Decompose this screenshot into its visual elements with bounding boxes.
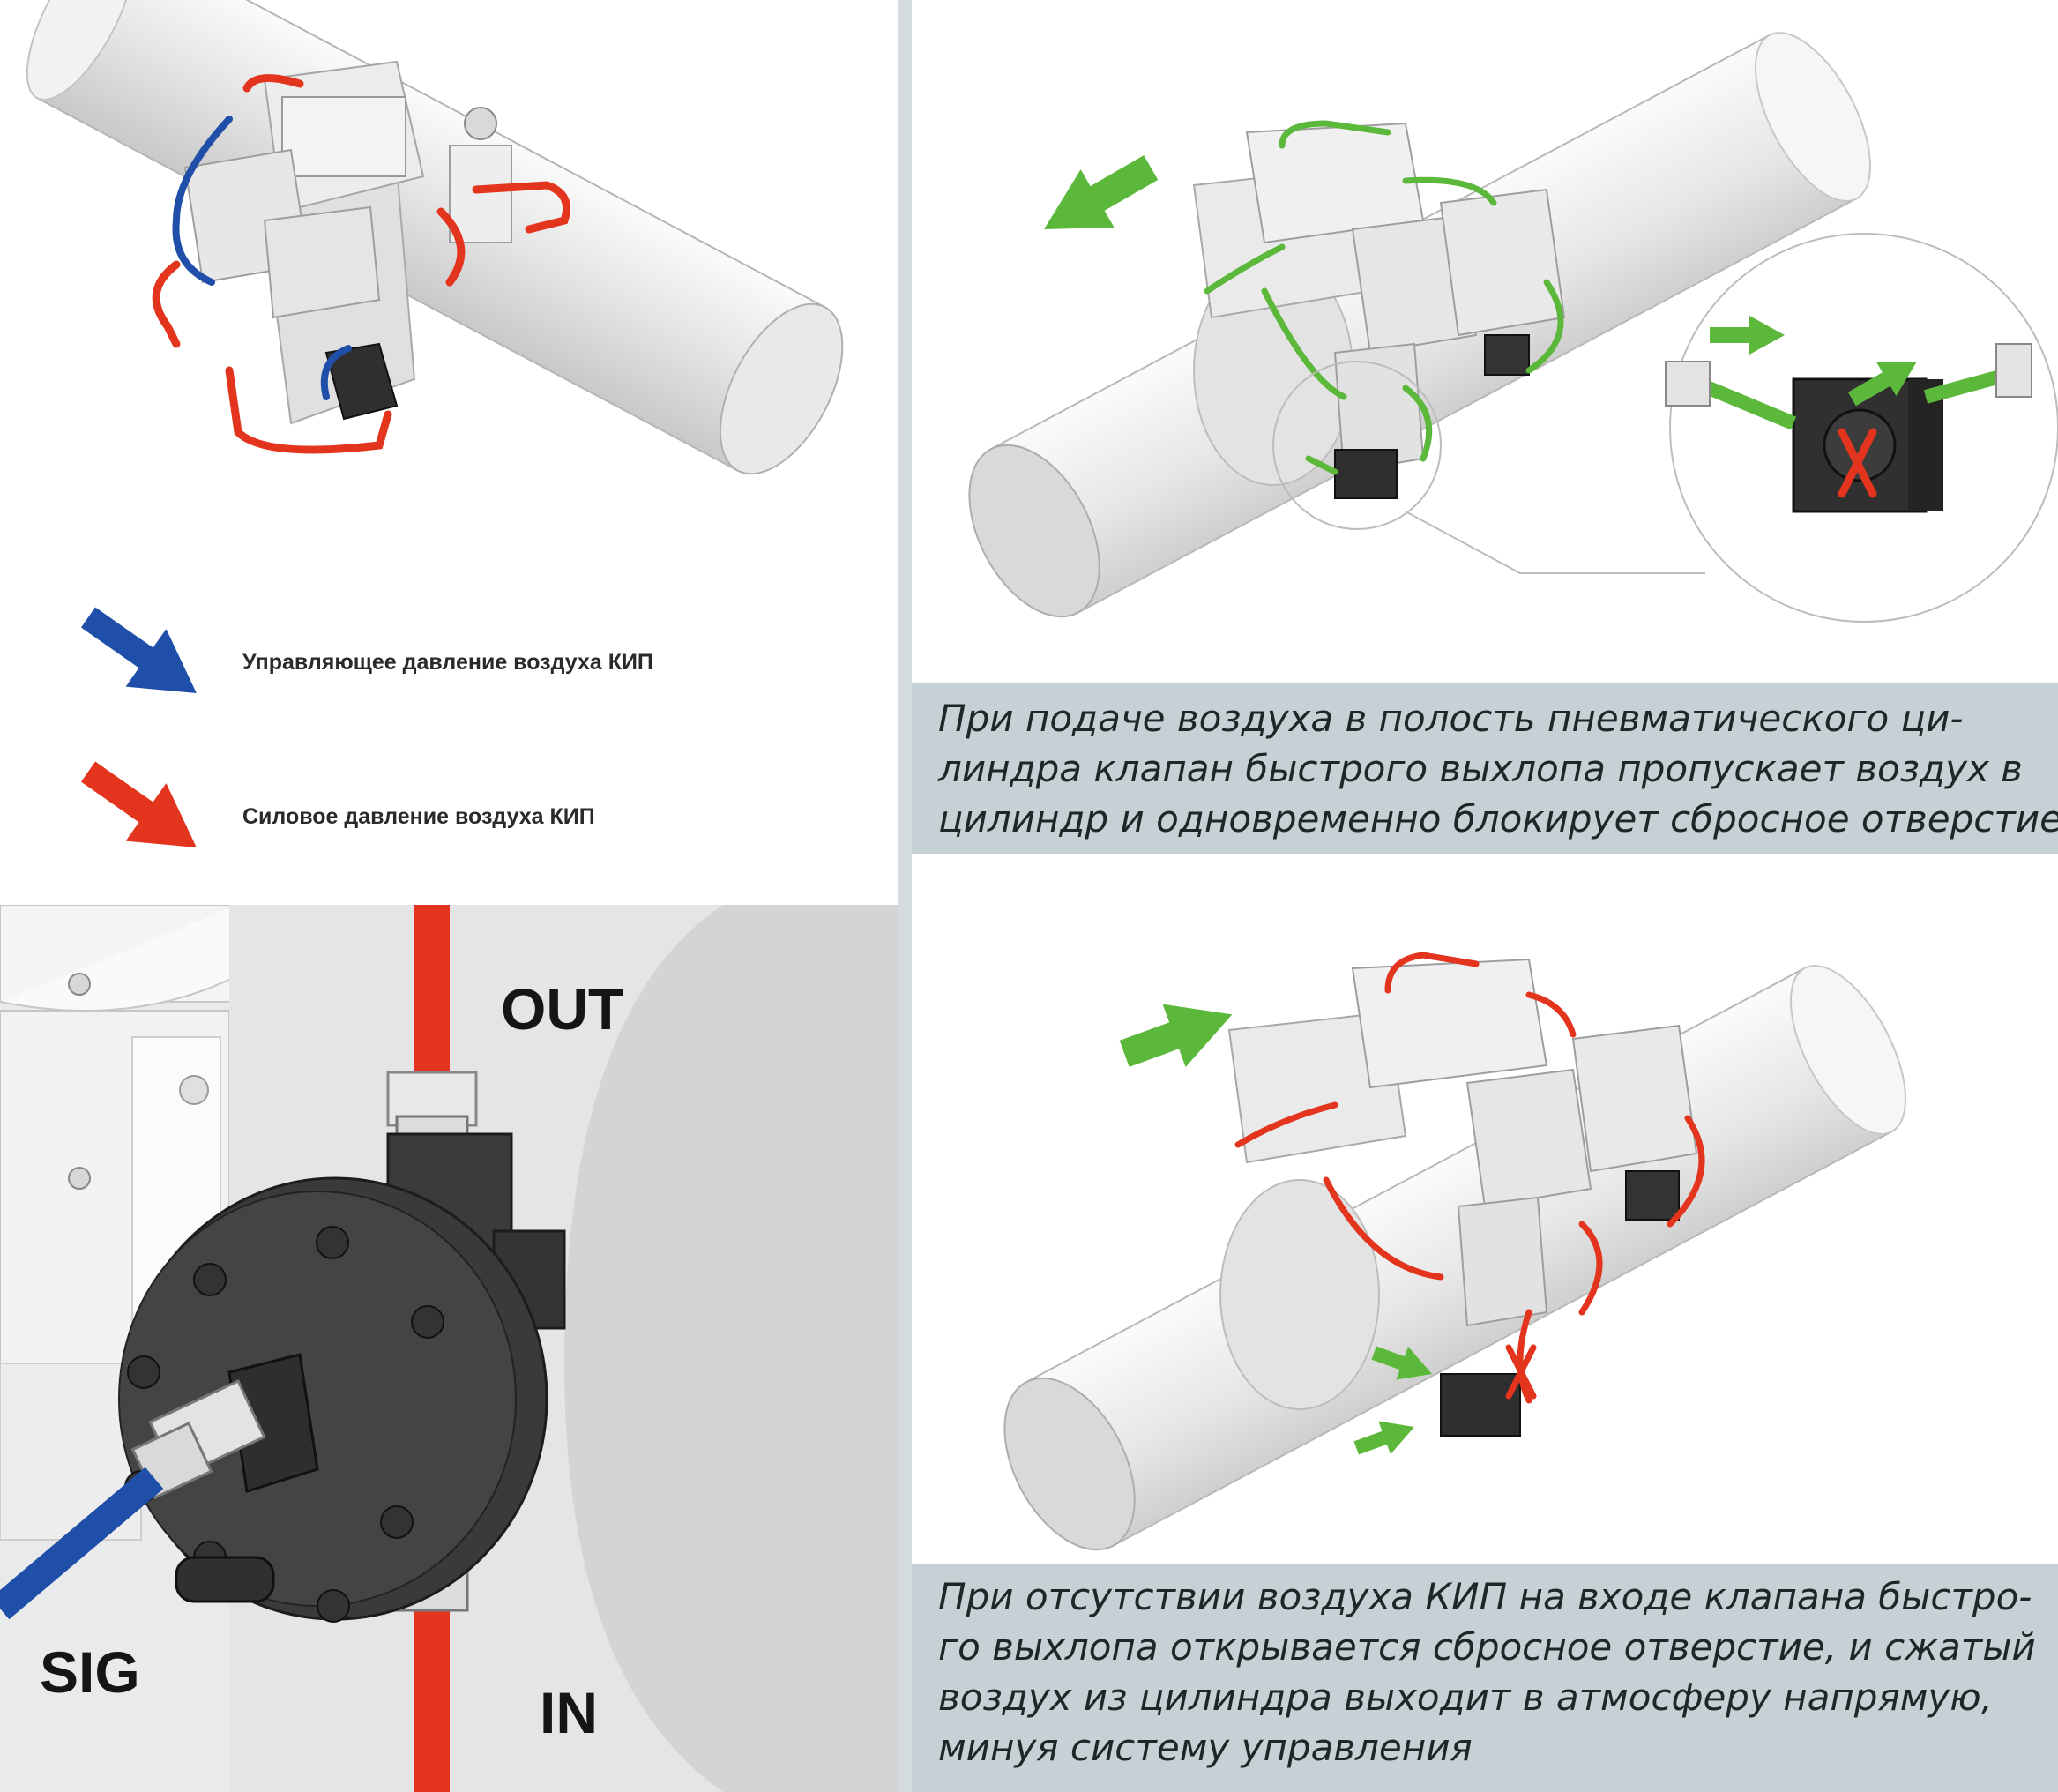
supply-air-lines — [1204, 120, 1564, 475]
blocked-cross-icon — [1505, 1344, 1537, 1400]
caption-line: минуя систему управления — [938, 1726, 1473, 1769]
panel-air-supply: При подаче воздуха в полость пневматичес… — [912, 0, 2058, 854]
control-air-lines — [172, 116, 352, 400]
pipe — [26, 0, 844, 475]
panel-legend-overview: Управляющее давление воздуха КИП Силовое… — [0, 0, 898, 905]
panel-valve-detail: OUT IN SIG — [0, 905, 898, 1792]
sig-pipe — [0, 1467, 164, 1620]
out-port-label: OUT — [501, 976, 624, 1042]
vertical-divider — [898, 0, 912, 1792]
caption-line: воздух из цилиндра выходит в атмосферу н… — [938, 1676, 1993, 1719]
in-pipe — [414, 1593, 450, 1792]
caption-line: го выхлопа открывается сбросное отверсти… — [938, 1625, 2036, 1669]
overview-drawing — [26, 0, 844, 848]
exhaust-caption: При отсутствии воздуха КИП на входе клап… — [912, 1564, 2058, 1792]
caption-line: При отсутствии воздуха КИП на входе клап… — [938, 1575, 2032, 1618]
supply-caption: При подаче воздуха в полость пневматичес… — [912, 683, 2058, 854]
legend-power-pressure: Силовое давление воздуха КИП — [242, 804, 595, 829]
blue-arrow-icon — [80, 607, 197, 694]
green-arrow-icon — [1371, 1346, 1432, 1380]
red-arrow-icon — [80, 761, 197, 848]
quick-exhaust-valve — [118, 1132, 566, 1623]
caption-line: цилиндр и одновременно блокирует сбросно… — [938, 797, 2058, 840]
green-arrow-icon — [1353, 1421, 1414, 1455]
green-arrow-icon — [1847, 362, 1917, 407]
legend-control-pressure: Управляющее давление воздуха КИП — [242, 650, 653, 675]
valve-manifold — [1192, 122, 1566, 499]
sig-port-label: SIG — [40, 1639, 140, 1705]
green-arrow-icon — [1710, 316, 1785, 355]
valve-detail-drawing — [0, 905, 898, 1792]
green-arrow-icon — [1044, 155, 1159, 229]
exhaust-drawing — [1003, 952, 1907, 1551]
out-pipe — [414, 905, 450, 1081]
power-air-lines — [1234, 952, 1705, 1404]
supply-drawing — [968, 32, 2058, 623]
in-port-label: IN — [540, 1680, 598, 1745]
power-air-lines — [152, 74, 570, 454]
blocked-cross-icon — [1838, 428, 1877, 498]
caption-line: линдра клапан быстрого выхлопа пропускае… — [938, 747, 2023, 790]
panel-air-exhaust: При отсутствии воздуха КИП на входе клап… — [912, 854, 2058, 1792]
caption-line: При подаче воздуха в полость пневматичес… — [938, 697, 1964, 740]
green-arrow-icon — [1119, 1004, 1233, 1068]
zoom-circle-small — [1272, 361, 1442, 530]
valve-manifold — [183, 60, 512, 425]
